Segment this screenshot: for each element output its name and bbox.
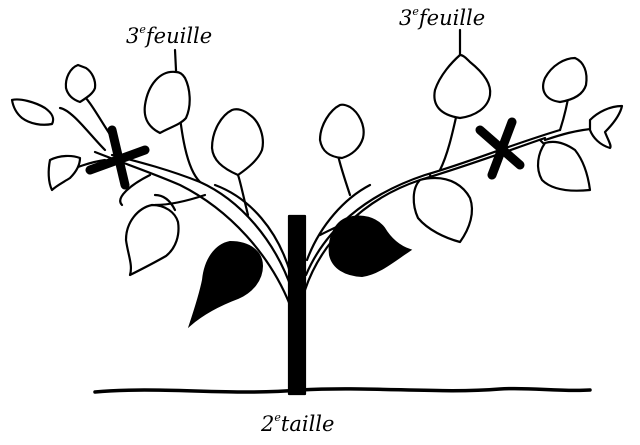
leaf-left-mid — [212, 109, 263, 175]
dark-leaf-right — [330, 216, 410, 276]
leaf-left-far — [12, 99, 53, 124]
leaf-left-top — [145, 72, 190, 133]
leaf-left-low — [126, 205, 179, 275]
ground-line — [95, 389, 590, 392]
leaf-right-mid-upper — [320, 105, 364, 158]
leaf-left-far-top — [66, 65, 95, 102]
leaf-left-small — [49, 156, 80, 190]
cut-mark-left-b — [112, 130, 125, 185]
label-left-cut: 3efeuille — [126, 26, 212, 47]
dark-leaf-left — [190, 242, 262, 325]
leaf-right-far-top — [543, 58, 586, 102]
leaf-right-mid — [414, 178, 472, 242]
left-pointer-line — [175, 50, 176, 70]
label-bottom: 2etaille — [261, 414, 334, 435]
label-right-cut: 3efeuille — [399, 8, 485, 29]
main-trunk — [289, 216, 305, 394]
right-twig-c — [338, 155, 350, 195]
leaf-right-low — [538, 142, 590, 191]
leaf-right-far — [590, 106, 622, 148]
leaf-right-top — [434, 55, 490, 118]
